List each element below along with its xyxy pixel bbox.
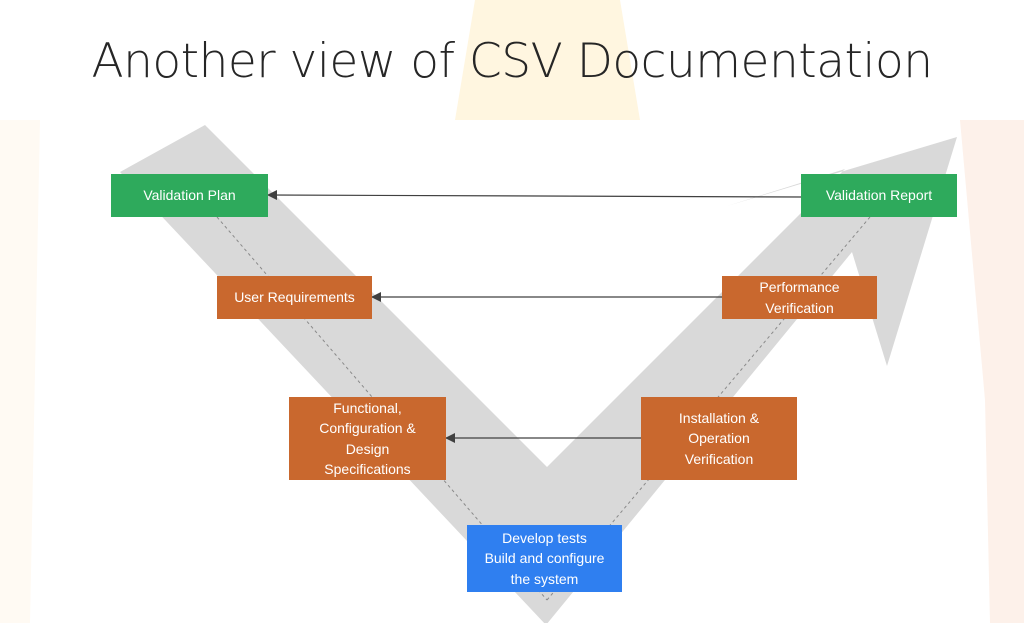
performance-verification-box: Performance Verification (722, 276, 877, 319)
validation-report-box: Validation Report (801, 174, 957, 217)
report-to-plan-arrow (267, 190, 803, 201)
v-arrow-shape (120, 125, 957, 623)
installation-verification-box: Installation & Operation Verification (641, 397, 797, 480)
slide-title: Another view of CSV Documentation (91, 34, 933, 89)
user-requirements-box: User Requirements (217, 276, 372, 319)
validation-plan-box: Validation Plan (111, 174, 268, 217)
verification-arrows (267, 190, 803, 443)
functional-specifications-box: Functional, Configuration & Design Speci… (289, 397, 446, 480)
develop-tests-box: Develop tests Build and configure the sy… (467, 525, 622, 592)
